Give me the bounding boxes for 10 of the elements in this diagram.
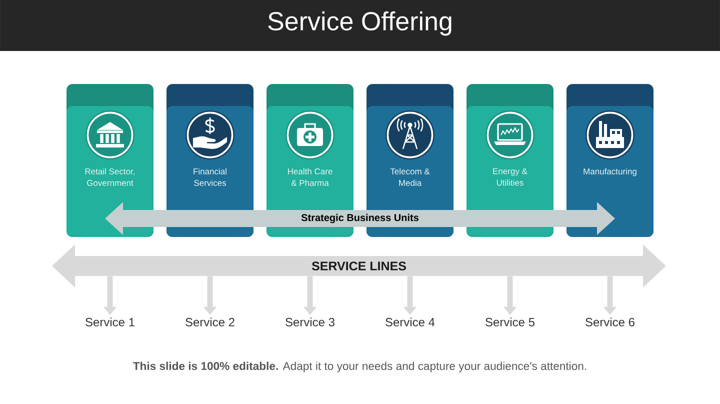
service-label: Service 3 [286, 318, 334, 326]
caption-text: This slide is 100% editable. Adapt it to your needs and capture your audience's attention. [133, 362, 586, 372]
service-label: Service 1 [86, 318, 134, 326]
service-label: Service 2 [186, 318, 234, 326]
double-arrow-band: SERVICE LINES [52, 244, 666, 288]
service-label: Service 4 [386, 318, 435, 326]
double-arrow-band: Strategic Business Units [105, 202, 615, 235]
service-label: Service 6 [586, 318, 634, 326]
title-bar: Service Offering [0, 0, 720, 51]
service-label: Service 5 [486, 318, 534, 326]
